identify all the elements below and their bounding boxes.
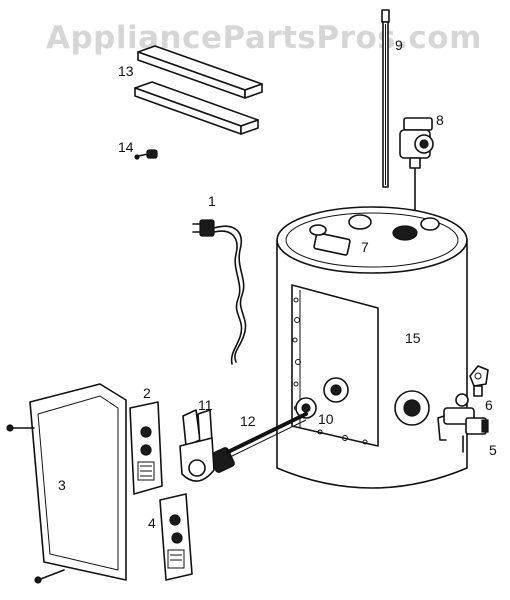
callout-5: 5: [489, 442, 497, 458]
callout-11: 11: [198, 397, 213, 413]
part-8-relief-valve[interactable]: [399, 117, 434, 229]
callout-1: 1: [208, 193, 216, 209]
part-6-fitting[interactable]: [469, 365, 489, 397]
callout-15: 15: [405, 330, 421, 346]
callout-13: 13: [118, 63, 134, 79]
callout-3: 3: [58, 477, 66, 493]
part-9-anode-rod[interactable]: [381, 9, 390, 188]
callout-9: 9: [395, 37, 403, 53]
part-12-heating-element[interactable]: [209, 412, 308, 473]
part-2-upper-thermostat[interactable]: [129, 401, 163, 495]
callout-7: 7: [361, 239, 369, 255]
part-5-drain-valve[interactable]: [437, 407, 489, 453]
part-4-lower-thermostat[interactable]: [159, 493, 193, 581]
callout-8: 8: [436, 112, 444, 128]
callout-10: 10: [318, 411, 334, 427]
watermark-text: AppliancePartsPros.com: [46, 20, 482, 56]
part-11-element-bracket[interactable]: [179, 409, 215, 482]
part-3-access-cover[interactable]: [6, 383, 127, 584]
callout-2: 2: [143, 385, 151, 401]
part-15-tank[interactable]: [276, 206, 469, 489]
callout-6: 6: [485, 397, 493, 413]
callout-14: 14: [118, 139, 134, 155]
part-13-mounting-brackets[interactable]: [134, 45, 263, 135]
part-1-power-cord[interactable]: [192, 219, 247, 365]
callout-12: 12: [240, 413, 256, 429]
part-14-screw[interactable]: [134, 149, 158, 160]
callout-4: 4: [148, 515, 156, 531]
